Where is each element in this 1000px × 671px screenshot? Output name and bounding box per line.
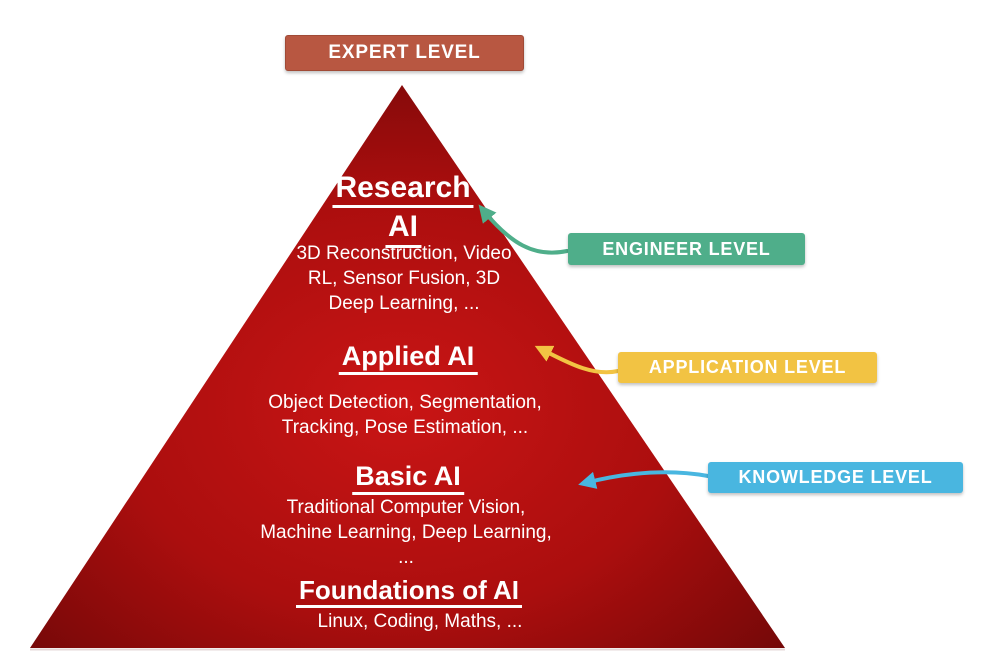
tier-title-line: Basic AI: [352, 461, 464, 496]
tier-desc-applied-ai: Object Detection, Segmentation, Tracking…: [268, 390, 542, 440]
desc-line: Deep Learning, ...: [328, 293, 480, 314]
tier-title-line: Research: [332, 171, 474, 209]
desc-line: Tracking, Pose Estimation, ...: [281, 417, 529, 438]
knowledge-arrow: [578, 470, 710, 489]
tier-title-foundations-of-ai: Foundations of AI: [296, 575, 522, 609]
pyramid-shape: [30, 85, 785, 648]
desc-line: RL, Sensor Fusion, 3D: [307, 268, 501, 289]
tier-desc-basic-ai: Traditional Computer Vision, Machine Lea…: [260, 495, 552, 570]
desc-line: 3D Reconstruction, Video: [296, 243, 512, 264]
engineer-arrow: [478, 204, 569, 255]
tier-title-basic-ai: Basic AI: [352, 461, 464, 496]
application-level-label: APPLICATION LEVEL: [648, 357, 847, 377]
expert-level-badge: EXPERT LEVEL: [285, 35, 524, 71]
tier-title-line: Foundations of AI: [296, 576, 522, 609]
application-level-badge: APPLICATION LEVEL: [618, 352, 877, 383]
knowledge-level-badge: KNOWLEDGE LEVEL: [708, 462, 963, 493]
desc-line: Machine Learning, Deep Learning,: [260, 522, 552, 543]
desc-line: ...: [398, 547, 414, 568]
tier-title-line: AI: [385, 211, 421, 248]
tier-title-applied-ai: Applied AI: [338, 341, 478, 376]
tier-title-line: Applied AI: [338, 341, 478, 376]
knowledge-level-label: KNOWLEDGE LEVEL: [738, 467, 933, 487]
desc-line: Object Detection, Segmentation,: [268, 392, 542, 413]
application-arrow: [534, 345, 620, 375]
engineer-level-label: ENGINEER LEVEL: [602, 238, 771, 259]
engineer-level-badge: ENGINEER LEVEL: [568, 233, 805, 265]
desc-line: Linux, Coding, Maths, ...: [317, 611, 523, 632]
tier-title-research-ai: Research AI: [332, 171, 474, 248]
desc-line: Traditional Computer Vision,: [286, 497, 526, 518]
tier-desc-research-ai: 3D Reconstruction, Video RL, Sensor Fusi…: [296, 241, 511, 316]
tier-desc-foundations-of-ai: Linux, Coding, Maths, ...: [318, 609, 523, 634]
expert-level-label: EXPERT LEVEL: [328, 42, 481, 63]
